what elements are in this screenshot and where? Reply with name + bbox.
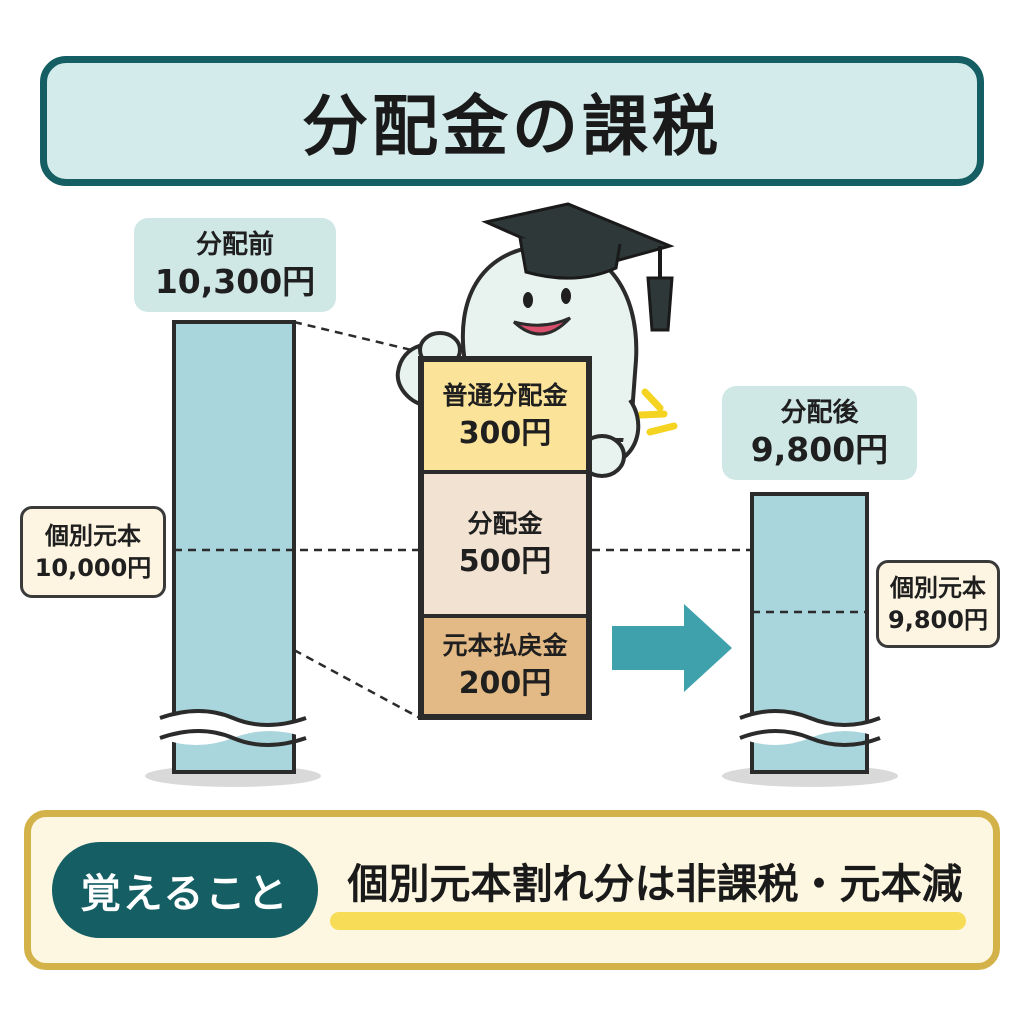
breakdown-principal-refund: 元本払戻金 200円 (420, 614, 590, 718)
guide-bottom (293, 648, 421, 720)
principal-after-amount: 9,800円 (888, 606, 988, 634)
principal-after-box: 個別元本 9,800円 (876, 560, 1000, 648)
breakdown-principal-refund-name: 元本払戻金 (442, 631, 568, 660)
memo-text: 個別元本割れ分は非課税・元本減 (347, 860, 963, 908)
memo-highlight (330, 912, 966, 930)
after-amount: 9,800円 (750, 430, 889, 469)
after-label: 分配後 (780, 398, 859, 428)
principal-before-label: 個別元本 (45, 522, 141, 550)
breakdown-ordinary-dividend-amount: 300円 (458, 416, 552, 451)
graduation-cap-icon (481, 202, 675, 332)
before-amount: 10,300円 (154, 262, 316, 301)
breakdown-ordinary-dividend: 普通分配金 300円 (420, 358, 590, 474)
principal-before-box: 個別元本 10,000円 (20, 506, 166, 598)
page-title: 分配金の課税 (302, 88, 722, 165)
bar-before (172, 320, 296, 774)
guide-lines (174, 320, 867, 720)
breakdown-ordinary-dividend-name: 普通分配金 (442, 381, 568, 410)
bar-after-break (739, 709, 881, 747)
before-label-box: 分配前 10,300円 (134, 218, 336, 312)
arrow-right-icon (612, 604, 732, 692)
bar-before-break (159, 709, 307, 747)
sparkle-icon (636, 388, 678, 436)
title-banner: 分配金の課税 (40, 56, 984, 186)
breakdown-principal-refund-amount: 200円 (458, 666, 552, 701)
after-label-box: 分配後 9,800円 (722, 386, 917, 480)
guide-top (293, 320, 421, 354)
memo-label-pill: 覚えること (52, 842, 318, 938)
before-label: 分配前 (195, 230, 274, 260)
principal-after-label: 個別元本 (890, 574, 986, 602)
principal-before-amount: 10,000円 (34, 554, 152, 582)
breakdown-dividend: 分配金 500円 (420, 474, 590, 614)
breakdown-dividend-name: 分配金 (467, 509, 543, 538)
breakdown-dividend-amount: 500円 (458, 544, 552, 579)
